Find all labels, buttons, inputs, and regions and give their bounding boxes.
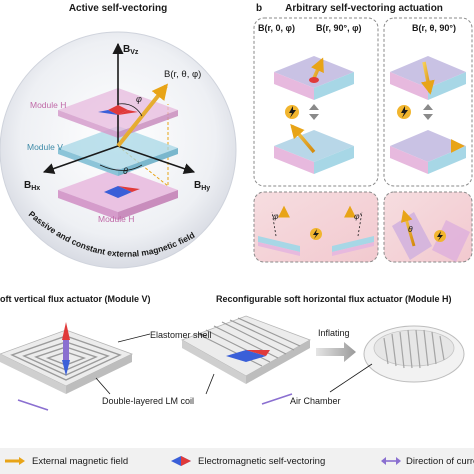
double-arrow-icon [381,457,401,465]
left-module-pair-bottom [274,123,354,174]
horizontal-flux-actuator [181,315,311,384]
right-module-pair-top [390,56,466,100]
field-vector-label: B(r, θ, φ) [164,69,201,80]
module-h-bottom-label: Module H [98,214,134,224]
field-right: B(r, θ, 90°) [412,23,456,33]
axis-hx-label: BHx [24,180,40,192]
lightning-icon [397,105,411,119]
lightning-icon [285,105,299,119]
theta-label: θ [123,166,128,176]
axis-vz-label: BVz [123,44,139,56]
lm-coil-label: Double-layered LM coil [102,396,194,406]
phi-label: φ [136,94,142,104]
right-case-frame [383,17,473,187]
right-module-pair-bottom [390,130,466,174]
legend-bar: External magnetic field Electromagnetic … [0,448,474,474]
axis-hx [42,145,119,174]
coil-leader-right [205,373,215,395]
tilt-phi-label: φ [273,211,279,221]
gold-arrow-icon [5,457,25,465]
current-direction-left [17,399,49,411]
field-left-2: B(r, 90°, φ) [316,23,362,33]
air-chamber-label: Air Chamber [290,396,341,406]
panel-b-title: Arbitrary self-vectoring actuation [285,3,443,14]
legend-item-vectoring: Electromagnetic self-vectoring [170,448,325,474]
switch-arrows-icon [423,104,433,120]
shell-leader-left [117,333,151,343]
chamber-leader [329,363,373,393]
tilt-phi-prime-label: φ' [354,211,362,221]
legend-vectoring-label: Electromagnetic self-vectoring [198,455,326,467]
axis-hy-label: BHy [194,180,210,192]
coil-leader-left [95,377,111,395]
legend-current-label: Direction of curre [406,455,474,467]
module-h-top-label: Module H [30,100,66,110]
self-vectoring-arrow-bottom [104,186,140,198]
panel-c-title-left: oft vertical flux actuator (Module V) [0,294,151,304]
right-tilt-illustration [392,209,470,262]
field-left-1: B(r, 0, φ) [258,23,295,33]
module-v-label: Module V [27,142,63,152]
left-tilt-illustration [258,205,374,256]
panel-a-title: Active self-vectoring [69,3,167,14]
self-vectoring-arrow-top [98,105,138,115]
elastomer-shell-label: Elastomer shell [150,330,212,340]
inflated-air-chamber [363,325,465,383]
panel-c-title-right: Reconfigurable soft horizontal flux actu… [216,294,452,304]
self-vectoring-icon [171,456,191,466]
legend-field-label: External magnetic field [32,455,129,467]
current-direction-right [261,393,293,405]
left-module-pair-top [274,56,354,100]
panel-b-letter: b [256,3,262,14]
shell-leader-right [199,333,207,337]
left-case-frame [253,17,379,187]
legend-item-current: Direction of curre [380,448,474,474]
module-h-top [58,88,178,138]
vertical-flux-actuator [0,322,134,394]
axis-hy [117,145,196,175]
phi-arc [117,103,143,117]
tilt-theta-label: θ [408,224,413,234]
inflating-label: Inflating [318,328,350,338]
legend-item-field: External magnetic field [4,448,128,474]
theta-arc [99,164,143,171]
switch-arrows-icon [309,104,319,120]
inflating-arrow [316,342,356,362]
